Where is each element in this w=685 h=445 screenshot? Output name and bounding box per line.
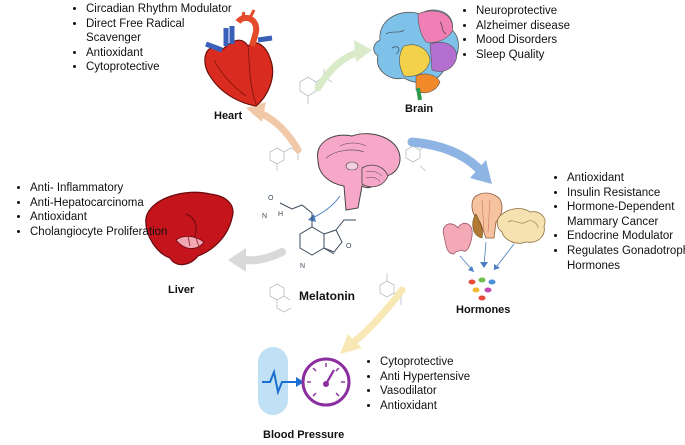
- melatonin-molecule-icon: [279, 202, 356, 256]
- list-item: Cytoprotective: [380, 355, 540, 370]
- molecule-atoms: O H N N O: [262, 195, 352, 270]
- blood-pressure-label: Blood Pressure: [263, 429, 345, 441]
- list-item: Cholangiocyte Proliferation: [30, 225, 170, 240]
- svg-text:N: N: [262, 213, 267, 220]
- hormones-effects-list: Antioxidant Insulin Resistance Hormone-D…: [545, 171, 685, 273]
- list-item: Insulin Resistance: [567, 186, 685, 201]
- liver-icon: [145, 191, 234, 266]
- svg-text:H: H: [278, 211, 283, 218]
- list-item: Circadian Rhythm Modulator: [86, 2, 236, 17]
- hormones-arrow: [407, 137, 483, 173]
- liver-arrow: [240, 248, 286, 265]
- bp-arrow: [350, 286, 406, 346]
- melatonin-label: Melatonin: [299, 289, 355, 303]
- list-item: Cytoprotective: [86, 60, 236, 75]
- brain-arrowhead: [354, 40, 372, 62]
- blood-pressure-effects-list: Cytoprotective Anti Hypertensive Vasodil…: [358, 355, 540, 413]
- heart-icon: [204, 9, 274, 107]
- svg-text:N: N: [300, 263, 305, 270]
- heart-arrow: [254, 108, 302, 154]
- heart-label: Heart: [214, 110, 243, 122]
- glands-icon: [442, 192, 546, 301]
- list-item: Antioxidant: [567, 171, 685, 186]
- heart-arrowhead: [246, 102, 266, 122]
- list-item: Vasodilator: [380, 384, 540, 399]
- liver-effects-list: Anti- Inflammatory Anti-Hepatocarcinoma …: [8, 181, 170, 239]
- list-item: Antioxidant: [380, 399, 540, 414]
- svg-text:O: O: [268, 195, 274, 202]
- list-item: Sleep Quality: [476, 48, 636, 63]
- blood-pressure-gauge-icon: [301, 357, 351, 407]
- list-item: Antioxidant: [30, 210, 170, 225]
- liver-arrowhead: [228, 248, 246, 272]
- hormones-label: Hormones: [456, 304, 511, 316]
- heart-effects-list: Circadian Rhythm Modulator Direct Free R…: [64, 2, 236, 75]
- bp-arrowhead: [340, 334, 362, 354]
- list-item: Anti Hypertensive: [380, 370, 540, 385]
- list-item: Endocrine Modulator: [567, 229, 685, 244]
- brain-effects-list: Neuroprotective Alzheimer disease Mood D…: [454, 4, 636, 62]
- list-item: Regulates Gonadotrophic Hormones: [567, 244, 685, 273]
- brain-label: Brain: [405, 103, 434, 115]
- list-item: Anti- Inflammatory: [30, 181, 170, 196]
- liver-label: Liver: [168, 284, 195, 296]
- list-item: Anti-Hepatocarcinoma: [30, 196, 170, 211]
- list-item: Neuroprotective: [476, 4, 636, 19]
- list-item: Hormone-Dependent Mammary Cancer: [567, 200, 685, 229]
- list-item: Direct Free Radical Scavenger: [86, 17, 236, 46]
- pineal-brain-icon: [317, 133, 401, 211]
- list-item: Alzheimer disease: [476, 19, 636, 34]
- svg-text:O: O: [346, 243, 352, 250]
- list-item: Antioxidant: [86, 46, 236, 61]
- list-item: Mood Disorders: [476, 33, 636, 48]
- pulse-icon: [258, 347, 304, 415]
- brain-icon: [373, 9, 459, 101]
- pineal-to-molecule-arrow: [311, 195, 341, 219]
- hormones-arrowhead: [470, 160, 492, 184]
